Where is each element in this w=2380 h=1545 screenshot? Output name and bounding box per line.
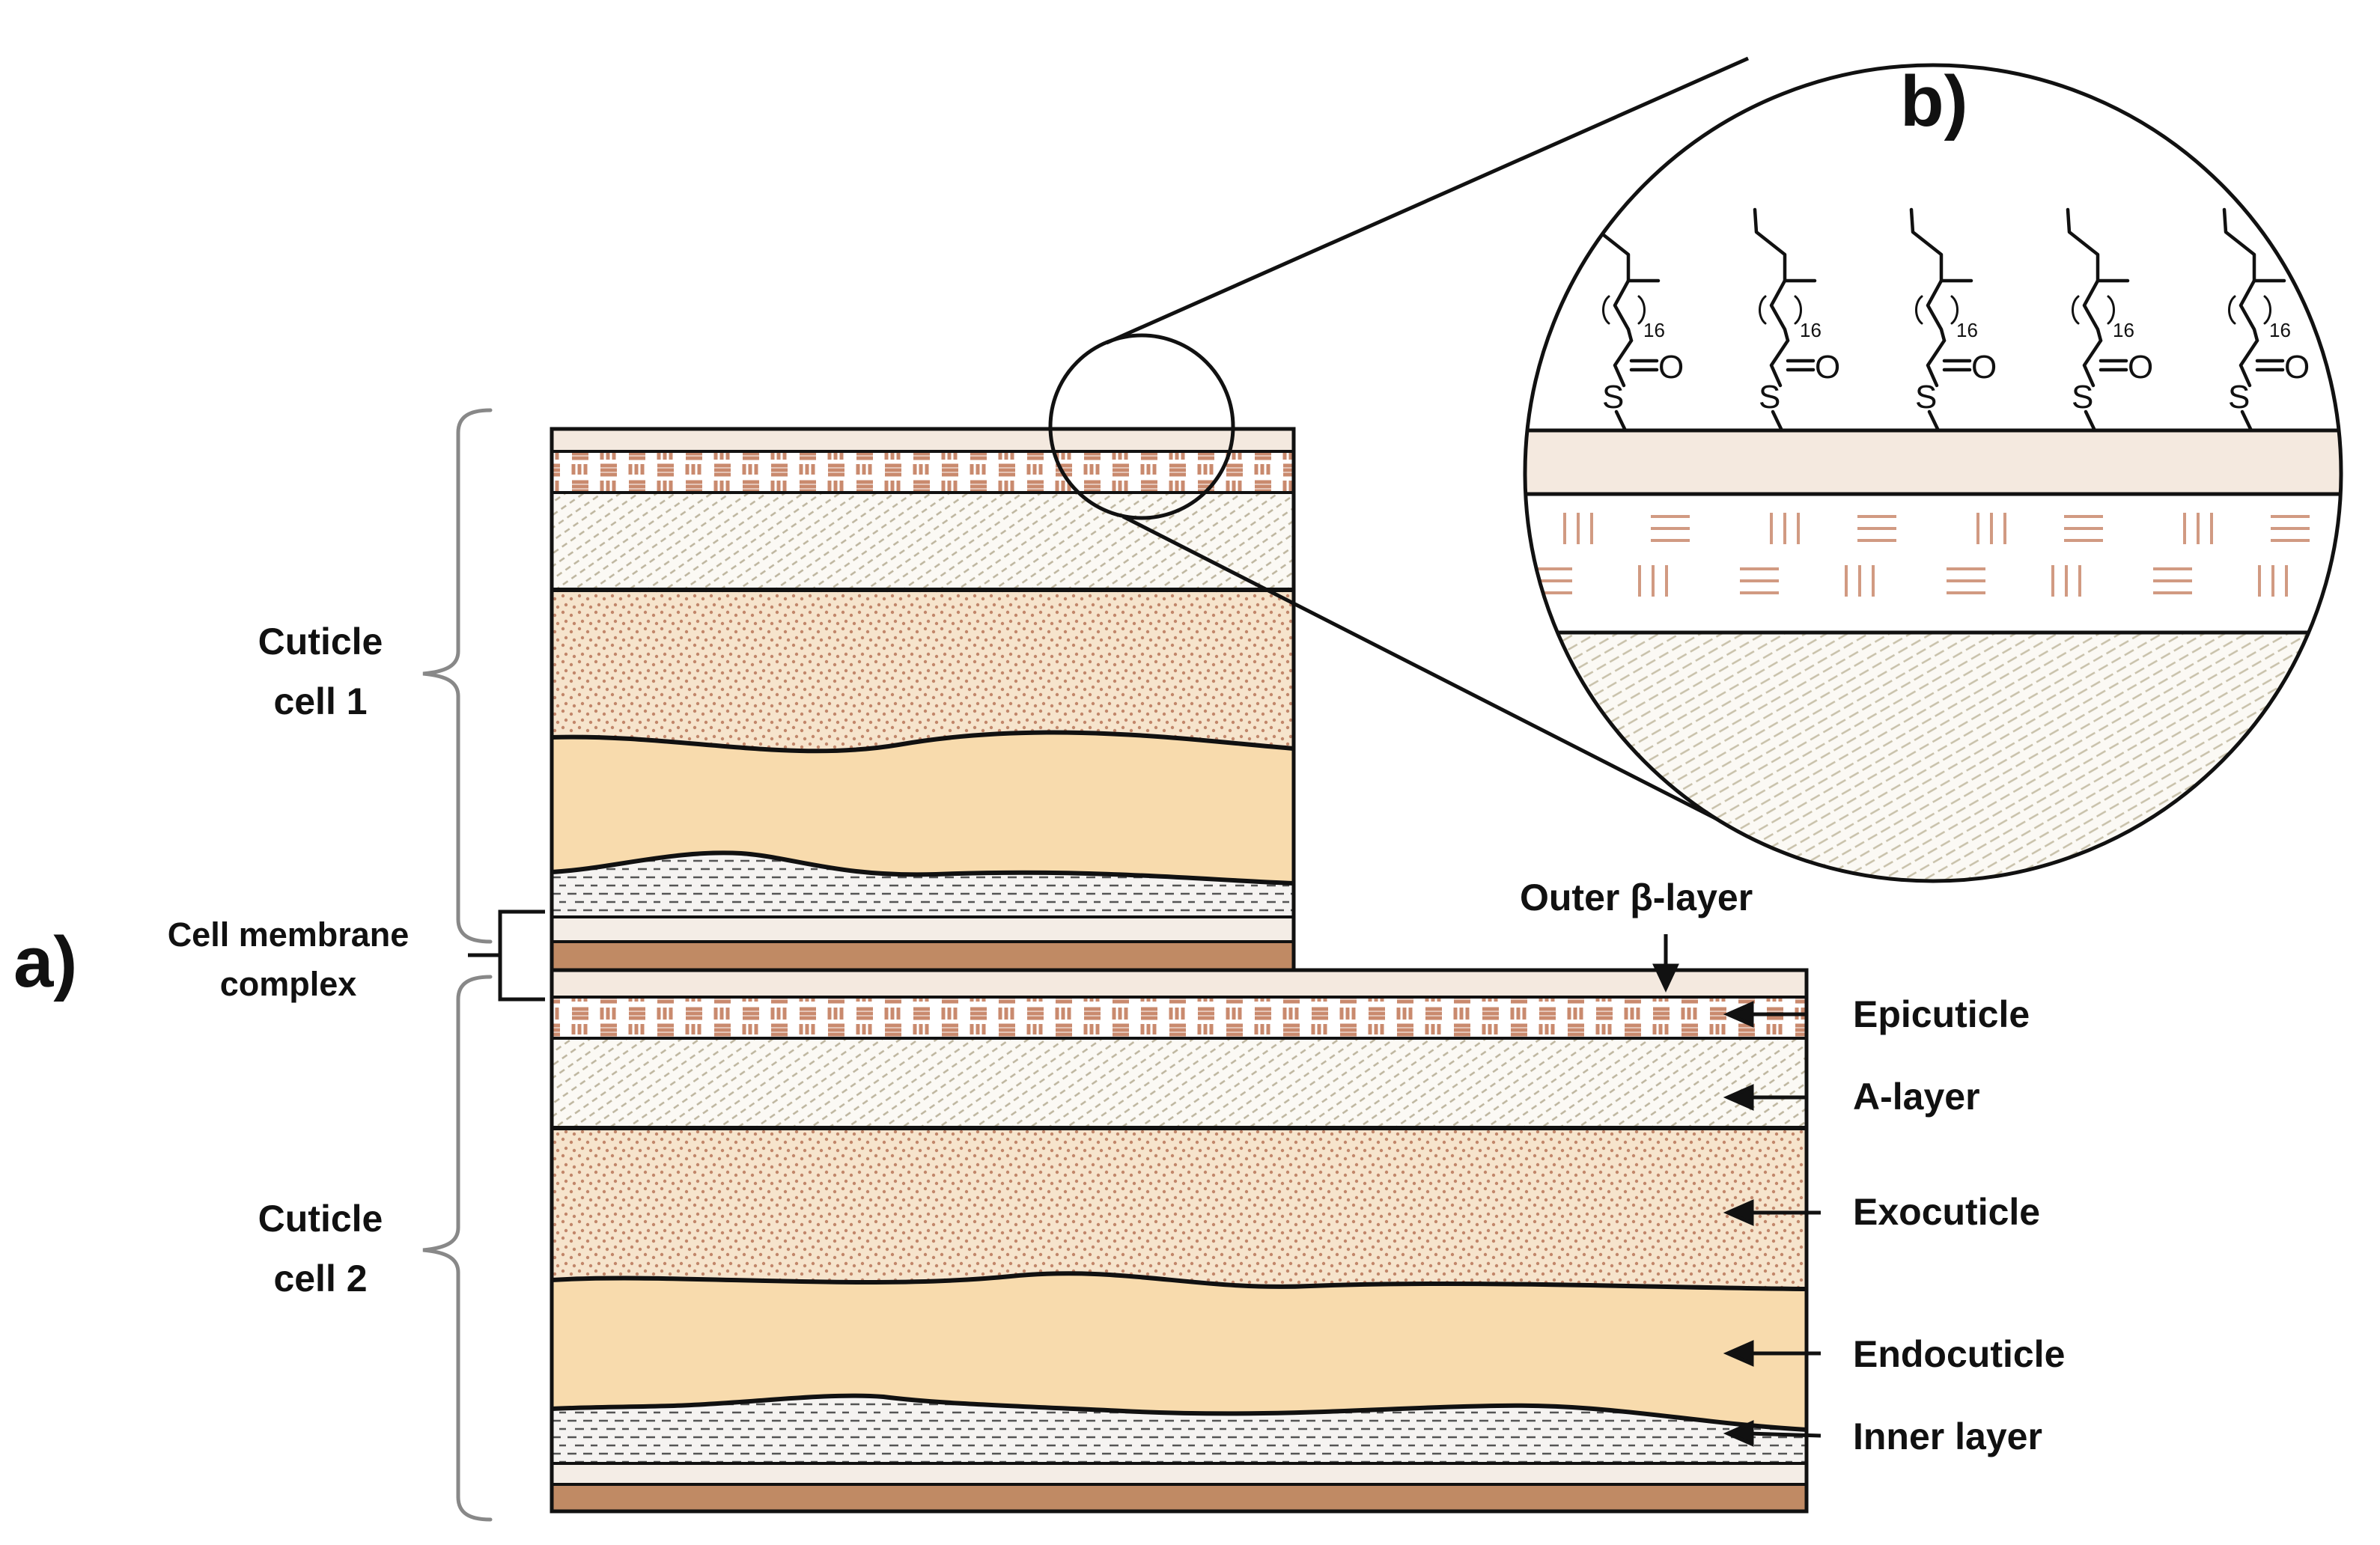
cuticle-cell-2-label-line1: Cuticle <box>258 1198 383 1240</box>
sulfur-atom: S <box>1759 379 1780 415</box>
inner-layer-2 <box>552 1395 1807 1463</box>
repeat-subscript: 16 <box>2113 319 2134 341</box>
repeat-subscript: 16 <box>1956 319 1978 341</box>
cuticle-cell-2-label-line2: cell 2 <box>273 1258 367 1299</box>
magnified-circle <box>1523 63 2343 883</box>
cmc-label-line1: Cell membrane <box>168 915 410 954</box>
exocuticle-label: Exocuticle <box>1853 1191 2040 1233</box>
exocuticle-2 <box>552 1128 1807 1289</box>
panel-label-b: b) <box>1900 61 1968 141</box>
cuticle-cell-2-block <box>550 968 1809 1514</box>
endocuticle-label: Endocuticle <box>1853 1333 2065 1375</box>
outer-beta-layer-label: Outer β-layer <box>1520 877 1753 918</box>
cuticle-cell-1-label-line2: cell 1 <box>273 680 367 722</box>
a-layer-2 <box>552 1038 1807 1128</box>
panel-label-a: a) <box>13 922 77 1002</box>
bracket-cell-1 <box>422 408 493 944</box>
exocuticle-1 <box>552 590 1294 752</box>
endocuticle-1 <box>552 732 1294 883</box>
oxygen-atom: O <box>1658 349 1684 386</box>
label-arrows <box>1652 934 1821 1447</box>
repeat-subscript: 16 <box>1800 319 1821 341</box>
inner-layer-label: Inner layer <box>1853 1416 2042 1457</box>
epicuticle-1 <box>552 451 1294 493</box>
brackets <box>422 408 493 1522</box>
outer-beta-layer-1 <box>552 429 1294 451</box>
oxygen-atom: O <box>2128 349 2153 386</box>
repeat-subscript: 16 <box>2269 319 2291 341</box>
epicuticle-label: Epicuticle <box>1853 993 2030 1035</box>
zoom-source-circle <box>1048 333 1235 520</box>
oxygen-atom: O <box>1815 349 1840 386</box>
inner-layer-1 <box>552 853 1294 917</box>
cmc-inner-beta-2 <box>552 1463 1807 1484</box>
cmc-membrane-1 <box>552 942 1294 970</box>
endocuticle-2 <box>552 1273 1807 1430</box>
magnified-beta-layer <box>1525 430 2341 494</box>
cmc-label-line2: complex <box>220 965 357 1003</box>
bracket-cmc <box>468 909 545 1002</box>
epicuticle-2 <box>552 997 1807 1038</box>
cmc-membrane-2 <box>552 1484 1807 1511</box>
a-layer-label: A-layer <box>1853 1076 1980 1118</box>
sulfur-atom: S <box>1602 379 1624 415</box>
sulfur-atom: S <box>1915 379 1937 415</box>
oxygen-atom: O <box>1971 349 1997 386</box>
bracket-cell-2 <box>422 975 493 1522</box>
cuticle-cell-1-label-line1: Cuticle <box>258 621 383 662</box>
oxygen-atom: O <box>2284 349 2310 386</box>
cmc-inner-beta-1 <box>552 917 1294 942</box>
sulfur-atom: S <box>2072 379 2093 415</box>
outer-beta-layer-2 <box>552 970 1807 997</box>
cuticle-cell-1-block <box>550 427 1296 972</box>
sulfur-atom: S <box>2228 379 2250 415</box>
repeat-subscript: 16 <box>1643 319 1665 341</box>
